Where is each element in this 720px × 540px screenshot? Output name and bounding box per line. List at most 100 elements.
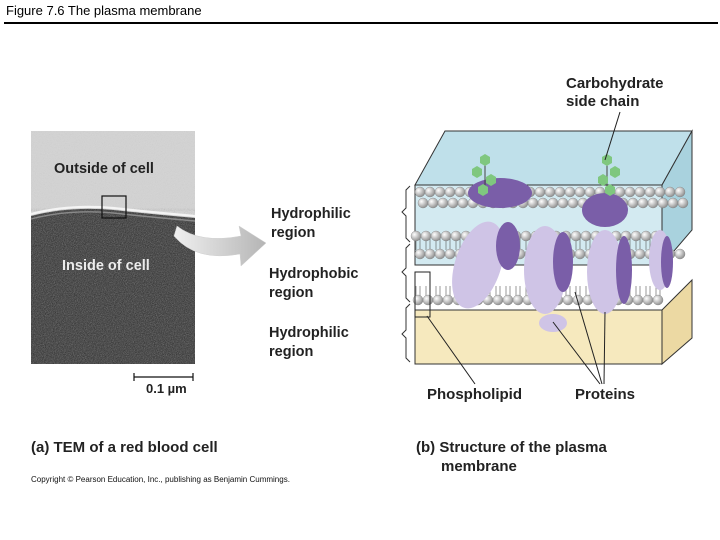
phospholipid-head: [424, 248, 436, 260]
phospholipid-head: [642, 294, 654, 306]
phospholipid-head: [564, 186, 576, 198]
peripheral-protein: [582, 193, 628, 227]
phospholipid-head: [547, 197, 559, 209]
phospholipid-head: [432, 294, 444, 306]
integral-protein: [587, 230, 623, 314]
region-label-2-line1: Hydrophobic: [269, 266, 358, 282]
region-label-3-line2: region: [269, 344, 313, 360]
integral-protein: [616, 236, 632, 304]
phospholipid-head: [677, 197, 689, 209]
inside-of-cell-label: Inside of cell: [62, 258, 150, 274]
inner-fluid-front: [414, 309, 663, 365]
protein-pointer: [574, 291, 603, 385]
hydrophilic-outer-brace: [401, 185, 411, 243]
phospholipid-head: [437, 197, 449, 209]
phospholipid-head: [534, 186, 546, 198]
phospholipid-head: [574, 186, 586, 198]
phospholipid-head: [444, 186, 456, 198]
phospholipid-head: [414, 186, 426, 198]
phospholipid-head: [557, 197, 569, 209]
phospholipid-head: [492, 294, 504, 306]
phospholipid-head: [537, 197, 549, 209]
phospholipid-head: [630, 230, 642, 242]
phospholipid-head: [554, 186, 566, 198]
scale-label: 0.1 µm: [146, 381, 187, 396]
phospholipid-head: [624, 186, 636, 198]
phospholipid-head: [570, 230, 582, 242]
micrograph-membrane-line: [30, 205, 196, 218]
phospholipid-head: [657, 197, 669, 209]
phospholipid-head: [674, 186, 686, 198]
phospholipid-head: [562, 294, 574, 306]
phospholipid-head: [450, 230, 462, 242]
hydrophobic-brace: [401, 243, 411, 303]
phospholipid-head: [430, 230, 442, 242]
phospholipid-head: [454, 186, 466, 198]
carbohydrate-pointer: [604, 111, 621, 161]
outer-fluid-top: [414, 130, 693, 186]
phospholipid-head: [644, 186, 656, 198]
phospholipid-head: [414, 248, 426, 260]
phospholipid-head: [632, 294, 644, 306]
phospholipid-head: [444, 248, 456, 260]
caption-b-line1: (b) Structure of the plasma: [416, 439, 608, 456]
proteins-label: Proteins: [575, 386, 635, 403]
carbohydrate-side-chain: [472, 154, 620, 196]
phospholipid-label: Phospholipid: [427, 386, 522, 403]
copyright-notice: Copyright © Pearson Education, Inc., pub…: [31, 475, 290, 484]
phospholipid-head: [424, 186, 436, 198]
micrograph-zoom-box: [101, 195, 127, 219]
phospholipid-head: [512, 294, 524, 306]
lipid-highlight-box: [414, 271, 431, 318]
region-braces: [401, 185, 411, 363]
phospholipid-head: [574, 248, 586, 260]
peripheral-protein: [468, 178, 532, 208]
phospholipid-head: [637, 197, 649, 209]
region-label-2-line2: region: [269, 285, 313, 301]
phospholipid-head: [420, 230, 432, 242]
phospholipid-head: [634, 248, 646, 260]
caption-a: (a) TEM of a red blood cell: [31, 439, 218, 456]
phospholipid-head: [674, 248, 686, 260]
phospholipid-head: [520, 230, 532, 242]
phospholipid-head: [434, 186, 446, 198]
phospholipid-head: [647, 197, 659, 209]
phospholipid-head: [457, 197, 469, 209]
phospholipid-head: [667, 197, 679, 209]
outside-of-cell-label: Outside of cell: [54, 161, 154, 177]
region-label-3-line1: Hydrophilic: [269, 325, 349, 341]
phospholipid-head: [417, 197, 429, 209]
integral-protein: [496, 222, 520, 270]
slide-title: Figure 7.6 The plasma membrane: [6, 3, 202, 18]
phospholipid-head: [634, 186, 646, 198]
region-label-1-line1: Hydrophilic: [271, 206, 351, 222]
membrane-proteins: [452, 178, 673, 332]
zoom-arrow: [173, 225, 267, 267]
phospholipid-head: [447, 197, 459, 209]
phospholipid-head: [527, 197, 539, 209]
title-divider: [4, 22, 718, 24]
carbohydrate-label-line2: side chain: [566, 93, 639, 110]
protein-pointer: [603, 311, 606, 385]
micrograph-panel: Outside of cell Inside of cell 0.1 µm: [30, 131, 196, 396]
hydrophilic-inner-brace: [401, 303, 411, 363]
phospholipid-head: [440, 230, 452, 242]
phospholipid-head: [502, 294, 514, 306]
phospholipid-head: [427, 197, 439, 209]
phospholipid-head: [580, 230, 592, 242]
phospholipid-head: [422, 294, 434, 306]
integral-protein: [452, 221, 504, 309]
region-label-1-line2: region: [271, 225, 315, 241]
peripheral-protein: [539, 314, 567, 332]
phospholipid-head: [627, 197, 639, 209]
phospholipid-head: [664, 186, 676, 198]
phospholipid-head: [654, 186, 666, 198]
phospholipid-head: [442, 294, 454, 306]
integral-protein: [553, 232, 573, 292]
protein-pointer: [552, 321, 601, 385]
phospholipid-head: [567, 197, 579, 209]
phospholipid-head: [544, 186, 556, 198]
carbohydrate-label-line1: Carbohydrate: [566, 75, 664, 92]
phospholipid-head: [434, 248, 446, 260]
